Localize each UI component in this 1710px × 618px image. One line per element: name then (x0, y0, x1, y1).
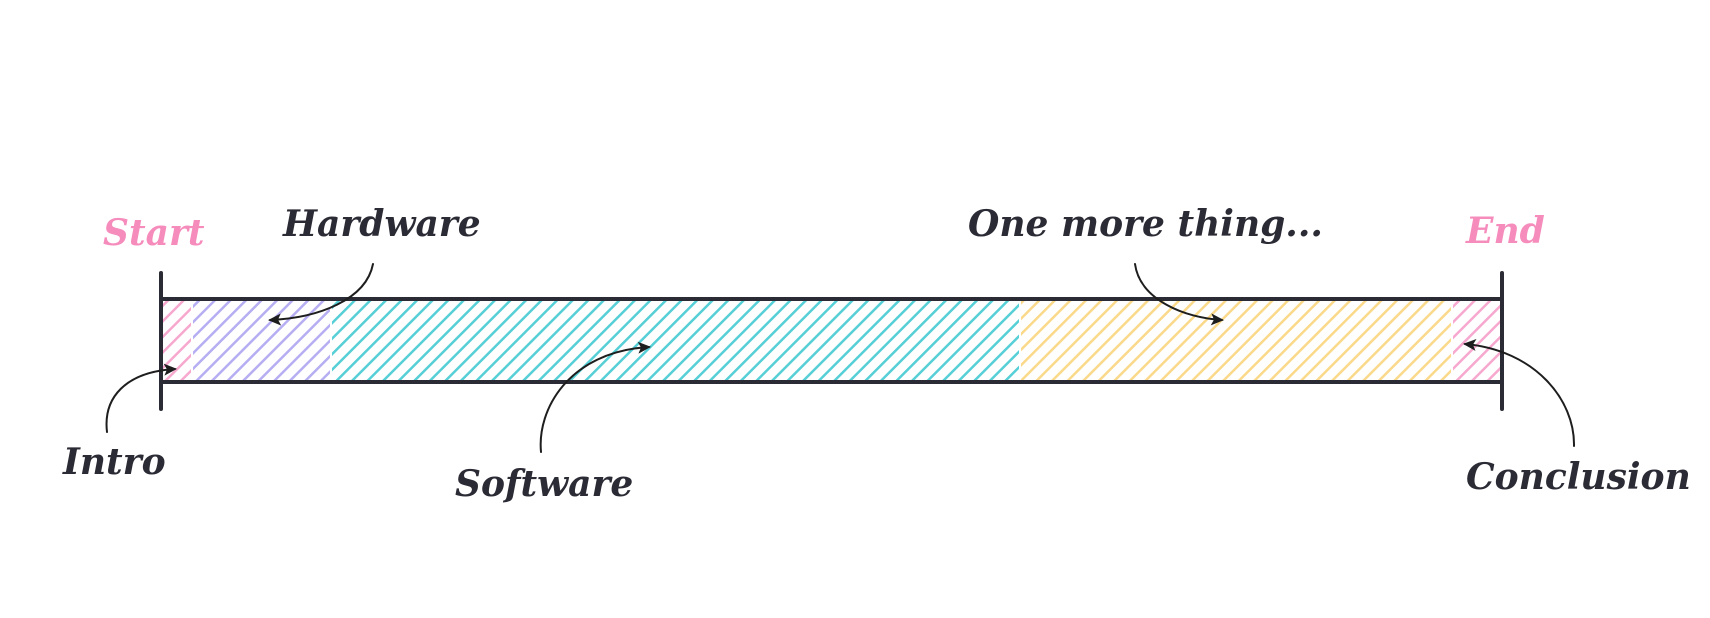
label-intro: Intro (62, 441, 166, 483)
segment-conclusion (1453, 301, 1500, 380)
arrow-intro (105, 363, 177, 433)
segment-one-more-thing (1021, 301, 1451, 380)
segment-intro (162, 301, 191, 380)
label-hardware: Hardware (282, 203, 481, 245)
arrow-one-more-thing (1134, 263, 1224, 326)
label-conclusion: Conclusion (1466, 456, 1691, 498)
arrow-conclusion (1463, 338, 1576, 447)
segment-software (332, 301, 1019, 380)
label-one-more-thing: One more thing... (968, 203, 1323, 245)
label-software: Software (455, 463, 633, 505)
segment-hardware (193, 301, 330, 380)
label-end: End (1465, 210, 1545, 252)
arrow-software (539, 341, 651, 453)
arrow-hardware (268, 263, 374, 326)
label-start: Start (103, 212, 205, 254)
